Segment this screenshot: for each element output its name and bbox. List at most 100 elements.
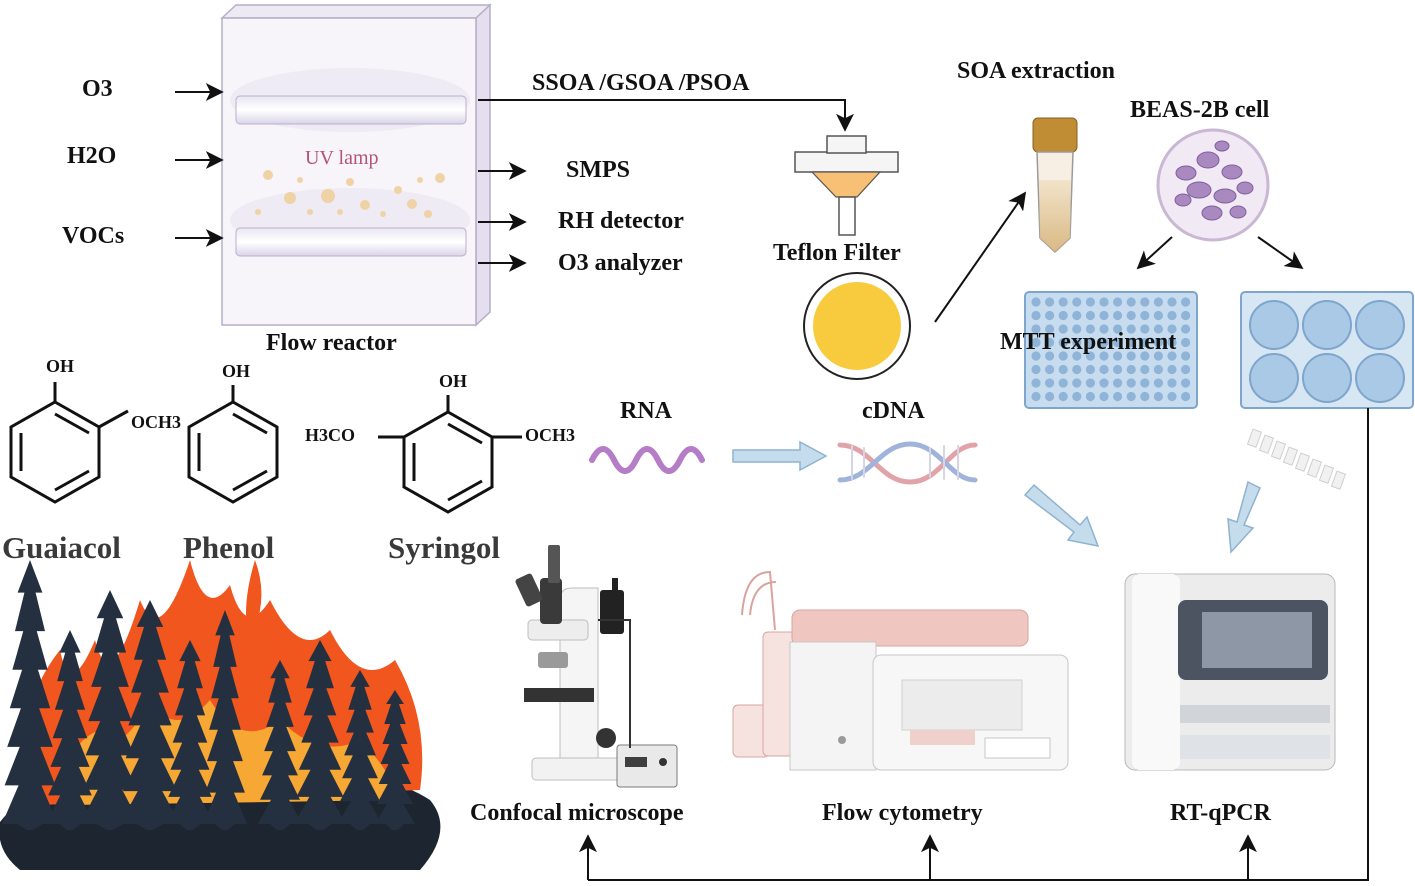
plate-well <box>1167 364 1177 375</box>
plate-well <box>1181 378 1191 388</box>
rna-strand-icon <box>589 446 705 474</box>
extraction-tube-icon <box>1032 117 1078 254</box>
arrow-to-extraction <box>934 191 1027 323</box>
plate-well <box>1072 378 1082 388</box>
plate-well <box>1031 310 1041 321</box>
plate-well <box>1181 391 1191 402</box>
plate-well <box>1085 378 1095 388</box>
plate-well <box>1058 297 1068 307</box>
plate-well <box>1099 310 1109 321</box>
tree-silhouette <box>203 610 247 830</box>
plate-well <box>1126 310 1136 321</box>
input-vocs-label: VOCs <box>62 223 125 249</box>
feedback-arrows <box>579 408 1369 881</box>
tree-silhouette <box>120 600 180 830</box>
plate-well <box>1167 310 1177 321</box>
plate-well <box>1140 391 1150 402</box>
output-arrows <box>478 99 854 272</box>
forest-fire-illustration <box>0 560 441 870</box>
mtt-experiment-label: MTT experiment <box>1000 329 1177 355</box>
plate-well <box>1099 378 1109 388</box>
plate-well <box>1031 297 1041 307</box>
plate-well <box>1181 364 1191 375</box>
guaiacol-name: Guaiacol <box>2 530 121 565</box>
syringol-oh-label: OH <box>439 371 468 391</box>
plate-well <box>1045 324 1055 334</box>
cell-arrows <box>1136 236 1304 270</box>
input-o3-label: O3 <box>82 76 113 102</box>
tree-silhouette <box>338 670 382 830</box>
confocal-microscope-label: Confocal microscope <box>470 800 684 826</box>
plate-well <box>1153 337 1163 348</box>
plate-well <box>1072 324 1082 334</box>
tree-silhouette <box>46 630 94 830</box>
phenol-oh-label: OH <box>222 361 251 381</box>
plate-well <box>1085 337 1095 348</box>
96-well-plate-icon <box>1024 291 1198 409</box>
plate-well <box>1181 310 1191 321</box>
plate-well <box>1113 324 1123 334</box>
plate-well <box>1153 391 1163 402</box>
plate-well <box>1140 337 1150 348</box>
plate-well <box>1140 351 1150 361</box>
plate-well <box>1113 310 1123 321</box>
confocal-microscope-icon <box>515 545 678 788</box>
plate-well <box>1113 337 1123 348</box>
tree-silhouette <box>2 560 58 830</box>
plate-well <box>1167 297 1177 307</box>
cdna-helix-icon <box>837 441 978 485</box>
plate-well <box>1058 324 1068 334</box>
plate-well <box>1153 364 1163 375</box>
plate-well <box>1072 391 1082 402</box>
tree-silhouette <box>258 660 302 830</box>
plate-well <box>1126 378 1136 388</box>
guaiacol-oh-label: OH <box>46 356 75 376</box>
plate-well <box>1045 297 1055 307</box>
plate-well <box>1031 391 1041 402</box>
plate-well <box>1181 297 1191 307</box>
plate-well <box>1113 391 1123 402</box>
plate-well <box>1113 297 1123 307</box>
syringol-name: Syringol <box>388 530 500 565</box>
plate-well <box>1099 337 1109 348</box>
filter-disc-icon <box>803 272 911 380</box>
plate-well <box>1085 310 1095 321</box>
plate-well <box>1045 391 1055 402</box>
phenol-name: Phenol <box>183 530 275 565</box>
plate-well <box>1153 378 1163 388</box>
plate-well <box>1167 378 1177 388</box>
plate-well <box>1099 364 1109 375</box>
plate-well <box>1126 351 1136 361</box>
plate-well <box>1181 351 1191 361</box>
phenol-structure <box>187 385 279 504</box>
plate-well <box>1181 324 1191 334</box>
plate-well <box>1031 378 1041 388</box>
syringol-h3co-label: H3CO <box>305 425 356 445</box>
plate-well <box>1140 378 1150 388</box>
plate-well <box>1126 391 1136 402</box>
plate-well <box>1126 297 1136 307</box>
rt-qpcr-label: RT-qPCR <box>1170 800 1271 826</box>
syringol-structure <box>378 395 522 514</box>
plate-well <box>1072 310 1082 321</box>
plate-well <box>1099 351 1109 361</box>
plate-well <box>1085 324 1095 334</box>
guaiacol-structure <box>9 382 129 504</box>
plate-well <box>1113 351 1123 361</box>
plate-well <box>1058 391 1068 402</box>
tree-silhouette <box>375 690 415 830</box>
plate-well <box>1058 351 1068 361</box>
light-arrows-to-pcr <box>1023 480 1261 554</box>
pcr-tubes-icon <box>1246 428 1347 490</box>
plate-well <box>1153 310 1163 321</box>
flow-reactor <box>220 3 492 327</box>
soa-extraction-label: SOA extraction <box>957 58 1115 84</box>
plate-well <box>1099 324 1109 334</box>
plate-well <box>1031 351 1041 361</box>
cell-culture-dish-icon <box>1156 128 1270 242</box>
plate-well <box>1126 324 1136 334</box>
tree-silhouette <box>294 640 346 830</box>
guaiacol-och3-label: OCH3 <box>131 412 182 432</box>
plate-well <box>1072 337 1082 348</box>
